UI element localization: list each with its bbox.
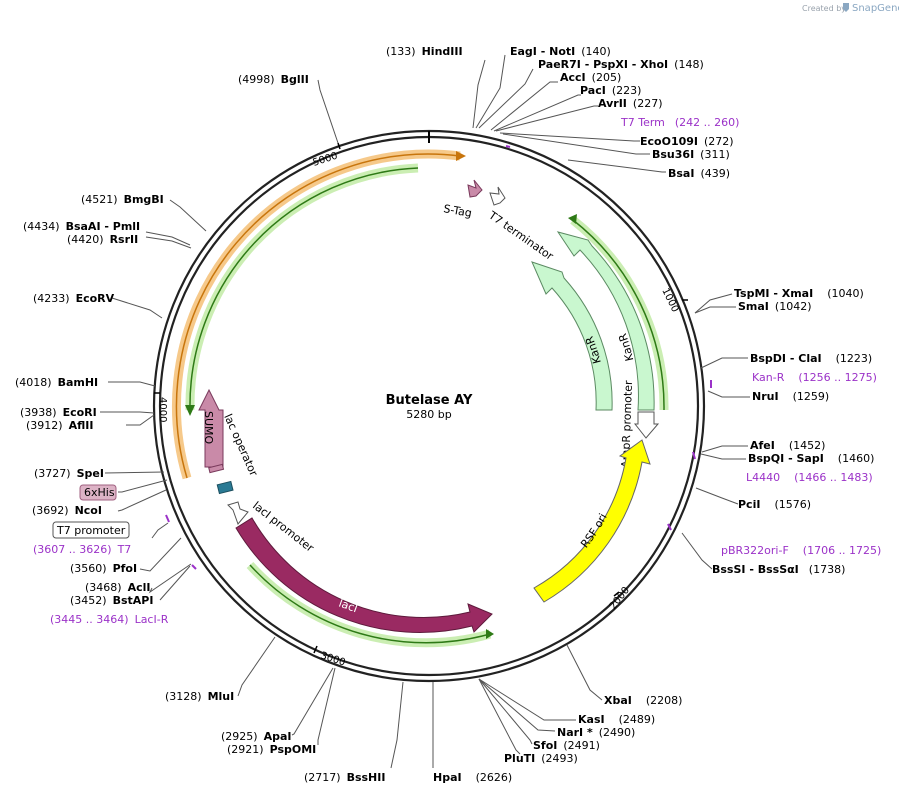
site-afliii: (3912)AflII xyxy=(26,419,93,432)
site-smai: SmaI(1042) xyxy=(738,300,811,313)
laci-promoter-feature xyxy=(227,501,249,525)
site-acci: AccI(205) xyxy=(560,71,621,84)
site-pspomi: (2921)PspOMI xyxy=(227,743,316,756)
site-ecorv: (4233)EcoRV xyxy=(33,292,115,305)
site-ecoo109i: EcoO109I(272) xyxy=(640,135,734,148)
primer-laci-r: (3445 .. 3464)LacI-R xyxy=(50,613,169,626)
site-bsshii: (2717)BssHII xyxy=(304,771,385,784)
site-mlui: (3128)MluI xyxy=(165,690,234,703)
site-clai: BspDI - ClaI(1223) xyxy=(750,352,872,365)
t7-terminator-label: T7 terminator xyxy=(485,208,556,263)
his-tag-marker xyxy=(208,463,225,474)
site-xbai: XbaI(2208) xyxy=(604,694,682,707)
site-afei: AfeI(1452) xyxy=(750,439,825,452)
laci-label: lacI xyxy=(337,597,359,616)
site-bmgbi: (4521)BmgBI xyxy=(81,193,164,206)
kanr-outer-feature xyxy=(556,231,655,411)
orf-green-arc-right xyxy=(568,214,669,411)
t7-promoter-box: T7 promoter xyxy=(52,521,130,539)
tick-4000: 4000 xyxy=(157,397,168,422)
s-tag-feature xyxy=(467,179,483,198)
site-bstapi: (3452)BstAPI xyxy=(70,594,153,607)
leader-lines xyxy=(100,54,750,769)
site-labels: (133)HindIII EagI - NotI(140) PaeR7I - P… xyxy=(15,45,881,784)
site-kasi: KasI(2489) xyxy=(578,713,655,726)
primer-t7: (3607 .. 3626)T7 xyxy=(33,543,131,556)
plasmid-size: 5280 bp xyxy=(406,408,451,421)
primer-pbr322ori-f: pBR322ori-F(1706 .. 1725) xyxy=(721,544,881,557)
t7-promoter-label: T7 promoter xyxy=(56,524,126,537)
site-spei: (3727)SpeI xyxy=(34,467,104,480)
rsf-ori-feature xyxy=(533,439,651,603)
site-bamhi: (4018)BamHI xyxy=(15,376,98,389)
tick-2000: 2000 xyxy=(608,585,632,612)
site-ecori: (3938)EcoRI xyxy=(20,406,97,419)
credit-prefix: Created by xyxy=(802,4,846,13)
tick-3000: 3000 xyxy=(319,650,347,668)
sumo-feature xyxy=(198,388,224,468)
site-xmai: TspMI - XmaI(1040) xyxy=(734,287,864,300)
sumo-label: SUMO xyxy=(202,411,215,445)
orf-green-arc-left xyxy=(185,163,419,416)
site-bsssi: BssSI - BssSαI(1738) xyxy=(712,563,845,576)
site-rsrii: (4420)RsrII xyxy=(67,233,138,246)
site-bsai: BsaI(439) xyxy=(668,167,730,180)
primer-marks xyxy=(165,145,712,570)
ampr-promoter-label: AmpR promoter xyxy=(619,380,635,468)
site-pfoi: (3560)PfoI xyxy=(70,562,137,575)
position-ticks xyxy=(154,142,688,654)
lac-operator-feature xyxy=(216,480,234,495)
site-eagi-noti: EagI - NotI(140) xyxy=(510,45,611,58)
primer-t7-term: T7 Term(242 .. 260) xyxy=(620,116,739,129)
credit-brand: SnapGene xyxy=(852,3,899,14)
lac-operator-label: lac operator xyxy=(221,412,260,479)
site-pcii: PciI(1576) xyxy=(738,498,811,511)
his-tag-box: 6xHis xyxy=(79,484,117,501)
site-sapi: BspQI - SapI(1460) xyxy=(748,452,874,465)
t7-terminator-feature xyxy=(489,186,506,206)
plasmid-name: Butelase AY xyxy=(386,393,473,408)
primer-l4440: L4440(1466 .. 1483) xyxy=(746,471,873,484)
laci-feature xyxy=(235,517,493,633)
site-acli: (3468)AclI xyxy=(85,581,150,594)
site-apai: (2925)ApaI xyxy=(221,730,291,743)
site-pmli: (4434)BsaAI - PmlI xyxy=(23,220,140,233)
orf-green-arc-bottom xyxy=(246,561,494,648)
site-xhoi: PaeR7I - PspXI - XhoI(148) xyxy=(538,58,704,71)
primer-kan-r: Kan-R(1256 .. 1275) xyxy=(752,371,877,384)
ampr-promoter-feature xyxy=(633,411,660,439)
site-bglii: (4998)BglII xyxy=(238,73,309,86)
s-tag-label: S-Tag xyxy=(442,202,472,220)
snapgene-logo-icon xyxy=(843,3,849,12)
site-nari: NarI *(2490) xyxy=(557,726,635,739)
orf-orange-arc xyxy=(172,149,466,480)
site-avrii: AvrII(227) xyxy=(598,97,663,110)
site-bsu36i: Bsu36I(311) xyxy=(652,148,730,161)
site-paci: PacI(223) xyxy=(580,84,641,97)
site-pluti: PluTI(2493) xyxy=(504,752,578,765)
tick-5000: 5000 xyxy=(312,151,340,169)
site-ncoi: (3692)NcoI xyxy=(32,504,102,517)
site-hindiii: (133)HindIII xyxy=(386,45,463,58)
site-nrui: NruI(1259) xyxy=(752,390,829,403)
site-hpai: HpaI(2626) xyxy=(433,771,512,784)
kanr-inner-feature xyxy=(531,261,613,411)
his-tag-label: 6xHis xyxy=(84,486,115,499)
site-sfoi: SfoI(2491) xyxy=(533,739,600,752)
